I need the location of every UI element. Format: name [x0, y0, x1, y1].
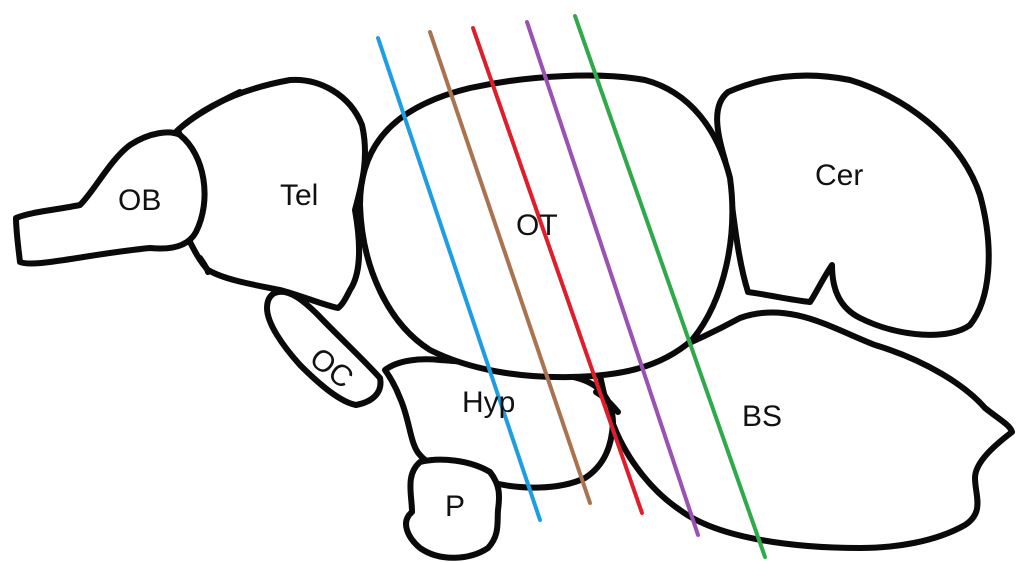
olfactory-telencephalon-boundary — [173, 89, 243, 135]
label-tel: Tel — [280, 179, 318, 212]
optic-tectum-region — [357, 72, 736, 381]
pituitary-region — [403, 456, 502, 561]
label-ot: OT — [516, 209, 558, 242]
label-p: P — [445, 490, 465, 523]
optic-chiasm-region — [264, 288, 384, 408]
section-line-1 — [376, 36, 542, 522]
cerebellum-region — [714, 72, 992, 338]
label-cer: Cer — [815, 159, 863, 192]
section-line-3 — [471, 26, 644, 515]
section-line-4 — [525, 20, 700, 537]
label-bs: BS — [742, 400, 782, 433]
section-lines — [376, 14, 767, 559]
section-line-2 — [428, 30, 592, 505]
olfactory-bulb-region — [13, 129, 208, 267]
label-hyp: Hyp — [462, 386, 515, 419]
telencephalon-lower-stub — [197, 255, 211, 275]
label-ob: OB — [118, 184, 161, 217]
section-line-5 — [573, 14, 767, 559]
brainstem-region — [597, 309, 1015, 551]
